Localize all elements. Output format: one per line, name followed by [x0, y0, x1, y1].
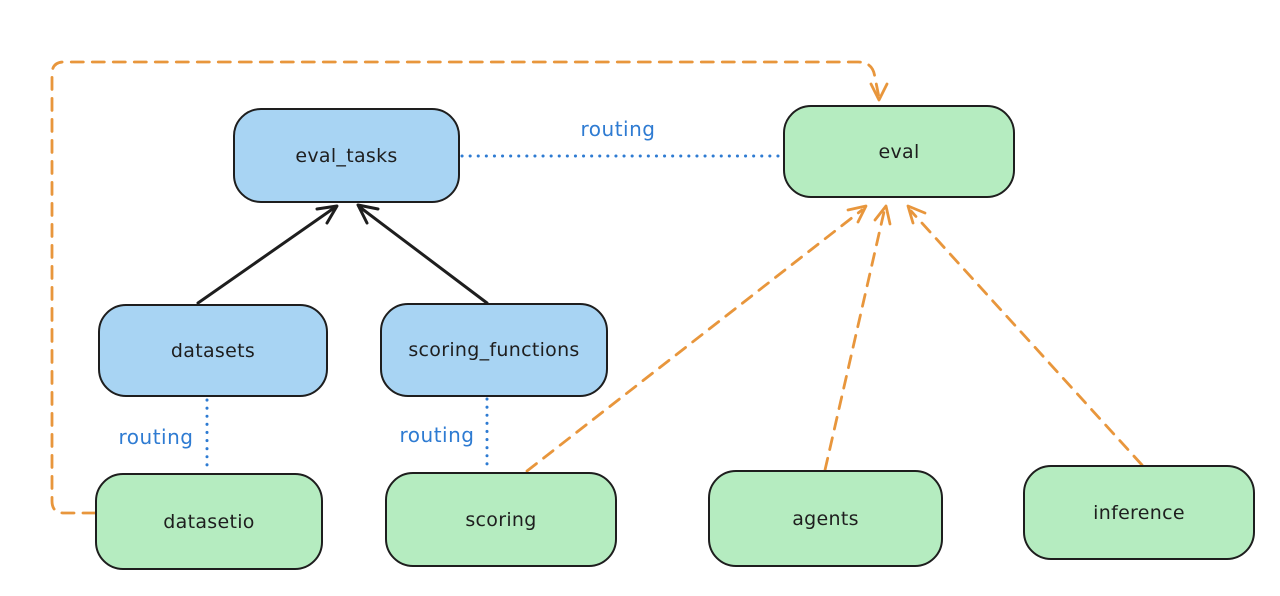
- node-eval: eval: [783, 105, 1015, 198]
- edge-label-routing-datasets-datasetio: routing: [118, 425, 194, 449]
- node-eval-tasks-label: eval_tasks: [295, 144, 398, 167]
- edge-label-routing-scoring-functions-scoring: routing: [399, 423, 475, 447]
- edge-agents-to-eval: [823, 210, 886, 472]
- arrowhead-datasetio-to-eval: [869, 82, 889, 102]
- edge-inference-to-eval: [909, 209, 1144, 467]
- node-scoring-functions: scoring_functions: [380, 303, 608, 397]
- node-agents-label: agents: [792, 507, 859, 530]
- node-datasetio-label: datasetio: [163, 510, 255, 533]
- node-scoring-label: scoring: [465, 508, 537, 531]
- node-scoring-functions-label: scoring_functions: [408, 339, 580, 361]
- arrowhead-datasets-to-eval-tasks: [315, 204, 339, 225]
- node-eval-tasks: eval_tasks: [233, 108, 460, 203]
- edge-scoring-to-eval: [525, 208, 864, 473]
- edge-datasets-to-eval-tasks: [196, 206, 336, 305]
- edge-scoring-functions-to-eval-tasks: [359, 206, 489, 305]
- edge-label-routing-eval-tasks-eval: routing: [580, 117, 656, 141]
- arrowhead-scoring-functions-to-eval-tasks: [356, 203, 380, 225]
- node-agents: agents: [708, 470, 943, 567]
- node-inference: inference: [1023, 465, 1255, 560]
- node-scoring: scoring: [385, 472, 617, 567]
- node-datasets: datasets: [98, 304, 328, 397]
- edge-datasetio-to-eval: [50, 60, 880, 515]
- arrowhead-scoring-to-eval: [846, 204, 868, 224]
- arrowhead-inference-to-eval: [906, 204, 927, 225]
- node-datasets-label: datasets: [170, 339, 256, 362]
- arrowhead-agents-to-eval: [873, 204, 892, 226]
- node-eval-label: eval: [878, 140, 920, 163]
- node-datasetio: datasetio: [95, 473, 323, 570]
- node-inference-label: inference: [1093, 501, 1185, 524]
